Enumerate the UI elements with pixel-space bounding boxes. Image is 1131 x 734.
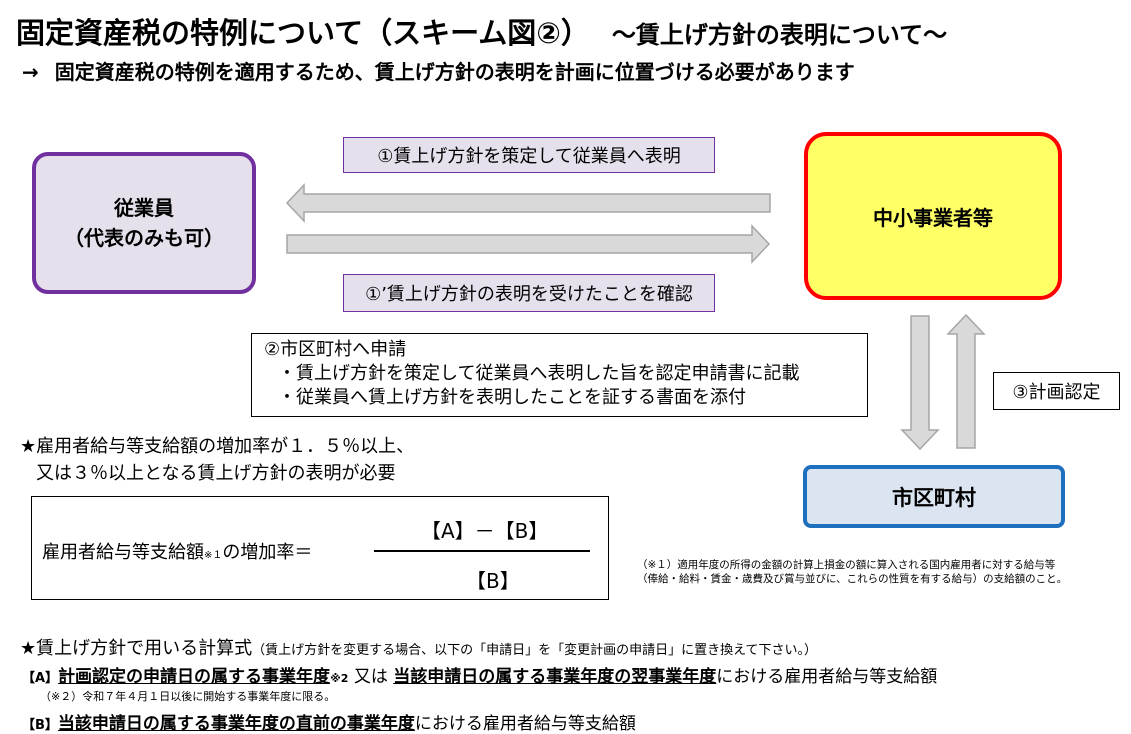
employee-label: 従業員 [114, 196, 174, 220]
employee-note: （代表のみも可） [64, 226, 224, 250]
formula-note-mark: ※１ [204, 550, 223, 561]
city-node: 市区町村 [803, 465, 1065, 528]
calc-b-tag: 【B】 [22, 718, 58, 733]
calc-a-part1: 計画認定の申請日の属する事業年度 [58, 667, 331, 687]
arrow-right-icon: → [22, 60, 39, 84]
formula-left: 雇用者給与等支給額※１の増加率＝ [42, 542, 313, 563]
step2-bullet-1: ・賃上げ方針を策定して従業員へ表明した旨を認定申請書に記載 [278, 363, 800, 384]
sme-node: 中小事業者等 [804, 132, 1062, 300]
formula-denominator: 【B】 [466, 569, 520, 593]
formula-box [31, 496, 609, 600]
footnote-1-line-2: （俸給・給料・賃金・歳費及び賞与並びに、これらの性質を有する給与）の支給額のこと… [637, 573, 1068, 585]
page-title-sub: ～賃上げ方針の表明について～ [611, 21, 948, 49]
calc-a-part2: 当該申請日の属する事業年度の翌事業年度 [393, 667, 717, 687]
footnote-1: （※１）適用年度の所得の金額の計算上損金の額に算入される国内雇用者に対する給与等… [637, 558, 1067, 586]
footnote-2: （※２）令和７年４月１日以後に開始する事業年度に限る。 [40, 690, 336, 703]
page-title: 固定資産税の特例について（スキーム図②）～賃上げ方針の表明について～ [16, 16, 948, 50]
step2-bullet-2: ・従業員へ賃上げ方針を表明したことを証する書面を添付 [278, 387, 746, 408]
step2-title: ②市区町村へ申請 [264, 339, 407, 360]
city-label: 市区町村 [892, 485, 976, 510]
formula-numerator: 【A】－【B】 [421, 519, 549, 543]
footnote-1-line-1: （※１）適用年度の所得の金額の計算上損金の額に算入される国内雇用者に対する給与等 [637, 559, 1056, 571]
sme-label: 中小事業者等 [873, 205, 993, 230]
subtitle-text: 固定資産税の特例を適用するため、賃上げ方針の表明を計画に位置づける必要があります [54, 60, 855, 84]
requirement-line-1: ★雇用者給与等支給額の増加率が１．５％以上、 [20, 436, 415, 457]
requirement-line-2: 又は３％以上となる賃上げ方針の表明が必要 [36, 463, 396, 484]
page-subtitle: → 固定資産税の特例を適用するため、賃上げ方針の表明を計画に位置づける必要がありま… [22, 56, 855, 85]
step1-label: ①賃上げ方針を策定して従業員へ表明 [343, 137, 715, 173]
employee-node: 従業員 （代表のみも可） [32, 152, 256, 294]
arrow-left-to-employee [285, 183, 771, 223]
calc-a-note-mark: ※2 [330, 672, 349, 685]
step2-box: ②市区町村へ申請 ・賃上げ方針を策定して従業員へ表明した旨を認定申請書に記載 ・… [251, 333, 868, 417]
calc-heading: ★賃上げ方針で用いる計算式（賃上げ方針を変更する場合、以下の「申請日」を「変更計… [20, 638, 817, 659]
calc-line-a: 【A】計画認定の申請日の属する事業年度※2 又は 当該申請日の属する事業年度の翌… [22, 667, 938, 687]
step1b-label: ①’賃上げ方針の表明を受けたことを確認 [343, 274, 715, 312]
calc-a-tag: 【A】 [22, 671, 59, 686]
calc-b-part1: 当該申請日の属する事業年度の直前の事業年度 [57, 714, 415, 734]
arrow-up-to-sme [946, 313, 986, 449]
arrow-right-to-sme [286, 224, 771, 264]
step3-label: ③計画認定 [993, 372, 1120, 410]
calc-heading-note: （賃上げ方針を変更する場合、以下の「申請日」を「変更計画の申請日」に置き換えて下… [252, 643, 817, 658]
calc-line-b: 【B】当該申請日の属する事業年度の直前の事業年度における雇用者給与等支給額 [22, 714, 636, 734]
requirement-note: ★雇用者給与等支給額の増加率が１．５％以上、 又は３％以上となる賃上げ方針の表明… [20, 433, 414, 487]
arrow-down-to-city [900, 315, 940, 451]
fraction-line [374, 550, 590, 552]
